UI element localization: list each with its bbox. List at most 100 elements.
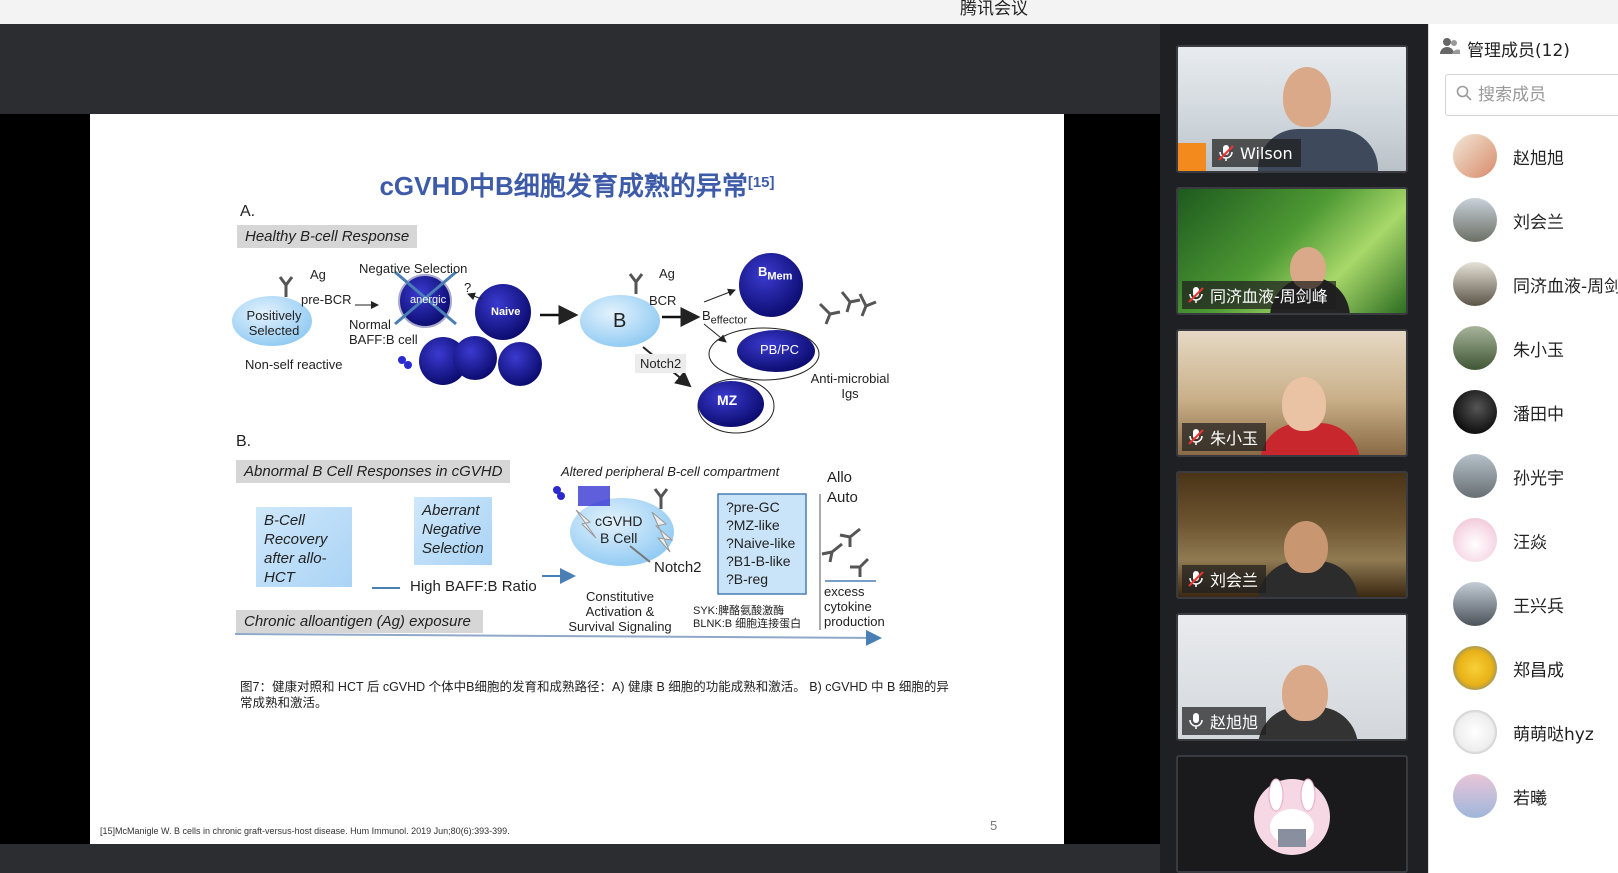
mic-muted-icon	[1186, 285, 1206, 305]
section-b-label: B.	[236, 433, 252, 450]
avatar	[1453, 262, 1497, 306]
member-search-input[interactable]	[1478, 85, 1608, 105]
mz-cell	[698, 381, 764, 427]
exposure-label: Chronic alloantigen (Ag) exposure	[236, 610, 483, 633]
video-name: 朱小玉	[1210, 429, 1259, 448]
avatar	[1453, 646, 1497, 690]
b-effector-label: Beffector	[702, 308, 747, 328]
member-name: 萌萌哒hyz	[1513, 724, 1594, 745]
positively-selected-cell	[232, 296, 312, 346]
pre-bcr-label: pre-BCR	[301, 292, 352, 307]
abnormal-label: Abnormal B Cell Responses in cGVHD	[236, 460, 511, 483]
stage-bottom-bar	[0, 844, 1160, 873]
stage-top-bar	[0, 24, 1160, 114]
video-name: Wilson	[1240, 143, 1293, 163]
cgvhd-cell-label: cGVHD B Cell	[595, 513, 643, 546]
member-name: 潘田中	[1513, 404, 1564, 425]
naive-label: Naive	[491, 306, 521, 318]
avatar	[1453, 582, 1497, 626]
video-tile-avatar[interactable]	[1176, 755, 1408, 873]
shared-screen-stage: cGVHD中B细胞发育成熟的异常[15] A. B. Healthy B-cel…	[0, 24, 1160, 873]
member-search-box[interactable]	[1445, 74, 1618, 116]
naive-cell	[475, 284, 531, 340]
people-icon	[1439, 36, 1461, 61]
video-tile-wilson[interactable]: Wilson	[1176, 45, 1408, 173]
member-item[interactable]: 赵旭旭	[1453, 132, 1564, 180]
member-name: 赵旭旭	[1513, 148, 1564, 169]
bcr-label: BCR	[649, 293, 677, 308]
baff-cell-2	[453, 336, 497, 380]
video-label-zhuxiaoyu: 朱小玉	[1182, 423, 1267, 451]
mz-label: MZ	[717, 392, 738, 408]
member-item[interactable]: 王兴兵	[1453, 580, 1564, 628]
reference-footnote: [15]McManigle W. B cells in chronic graf…	[100, 826, 510, 836]
video-name: 同济血液-周剑峰	[1210, 287, 1328, 306]
video-tile-liuhuilan[interactable]: 刘会兰	[1176, 471, 1408, 599]
video-label-liuhuilan: 刘会兰	[1182, 565, 1267, 593]
member-name: 汪焱	[1513, 532, 1547, 553]
slide-title: cGVHD中B细胞发育成熟的异常[15]	[90, 166, 1064, 203]
cgvhd-b-cell	[570, 498, 674, 566]
avatar	[1453, 518, 1497, 562]
member-name: 郑昌成	[1513, 660, 1564, 681]
high-baff-label: High BAFF:B Ratio	[410, 578, 537, 595]
title-bar: 腾讯会议	[0, 0, 1618, 24]
b-effector-main: B	[702, 308, 711, 323]
member-item[interactable]: 朱小玉	[1453, 324, 1564, 372]
avatar	[1453, 390, 1497, 434]
constitutive-label: Constitutive Activation & Survival Signa…	[568, 589, 672, 634]
aberrant-box: Aberrant Negative Selection	[414, 497, 492, 565]
anti-microbial-label: Anti-microbial Igs	[810, 371, 890, 401]
avatar	[1453, 454, 1497, 498]
auto-label: Auto	[827, 489, 858, 506]
video-panel: Wilson 同济血液-周剑峰 朱小玉 刘会兰 赵旭旭	[1160, 24, 1428, 873]
page-number: 5	[990, 818, 998, 833]
recovery-box: B-Cell Recovery after allo- HCT	[256, 507, 352, 587]
allo-label: Allo	[827, 469, 853, 486]
avatar	[1453, 198, 1497, 242]
member-item[interactable]: 汪焱	[1453, 516, 1547, 564]
b-mem-main: B	[758, 264, 768, 279]
member-item[interactable]: 郑昌成	[1453, 644, 1564, 692]
member-item[interactable]: 潘田中	[1453, 388, 1564, 436]
notch2-label-a: Notch2	[635, 354, 687, 373]
member-name: 朱小玉	[1513, 340, 1564, 361]
pbpc-label: PB/PC	[760, 342, 800, 357]
slide-title-ref: [15]	[747, 174, 775, 191]
avatar	[1453, 134, 1497, 178]
member-name: 孙光宇	[1513, 468, 1564, 489]
video-name: 赵旭旭	[1210, 713, 1259, 732]
video-name: 刘会兰	[1210, 571, 1259, 590]
baff-cell-3	[498, 342, 542, 386]
b-cell-label: B	[613, 310, 627, 332]
excess-label: excess cytokine production	[824, 584, 885, 629]
altered-label: Altered peripheral B-cell compartment	[561, 464, 780, 479]
syk-label: SYK:脾酪氨酸激酶 BLNK:B 细胞连接蛋白	[693, 605, 802, 630]
member-item[interactable]: 若曦	[1453, 772, 1547, 820]
members-header-text: 管理成员(12)	[1467, 41, 1570, 61]
b-mem-label: BMem	[758, 264, 792, 284]
figure-caption: 图7：健康对照和 HCT 后 cGVHD 个体中B细胞的发育和成熟路径：A) 健…	[240, 680, 949, 710]
video-tile-zhaoxuxu[interactable]: 赵旭旭	[1176, 613, 1408, 741]
members-header: 管理成员(12)	[1439, 36, 1570, 61]
member-name: 同济血液-周剑	[1513, 276, 1618, 297]
positively-selected-label: Positively Selected	[246, 308, 302, 338]
ag-label-1: Ag	[310, 267, 326, 282]
bunny-avatar-icon	[1254, 778, 1330, 855]
pre-bcr-receptor	[278, 276, 294, 297]
b-effector-sub: effector	[710, 314, 748, 327]
video-tile-zhuxiaoyu[interactable]: 朱小玉	[1176, 329, 1408, 457]
host-icon	[1178, 143, 1206, 171]
b-cell	[580, 295, 660, 347]
negative-selection-label: Negative Selection	[359, 261, 468, 276]
search-icon	[1456, 85, 1472, 106]
video-tile-zhoujianfeng[interactable]: 同济血液-周剑峰	[1176, 187, 1408, 315]
b-mem-cell	[737, 251, 805, 319]
normal-baff-label: Normal BAFF:B cell	[349, 317, 418, 347]
avatar	[1453, 710, 1497, 754]
member-item[interactable]: 孙光宇	[1453, 452, 1564, 500]
anergic-label: anergic	[410, 294, 447, 306]
member-item[interactable]: 萌萌哒hyz	[1453, 708, 1594, 756]
member-item[interactable]: 刘会兰	[1453, 196, 1564, 244]
member-item[interactable]: 同济血液-周剑	[1453, 260, 1618, 308]
